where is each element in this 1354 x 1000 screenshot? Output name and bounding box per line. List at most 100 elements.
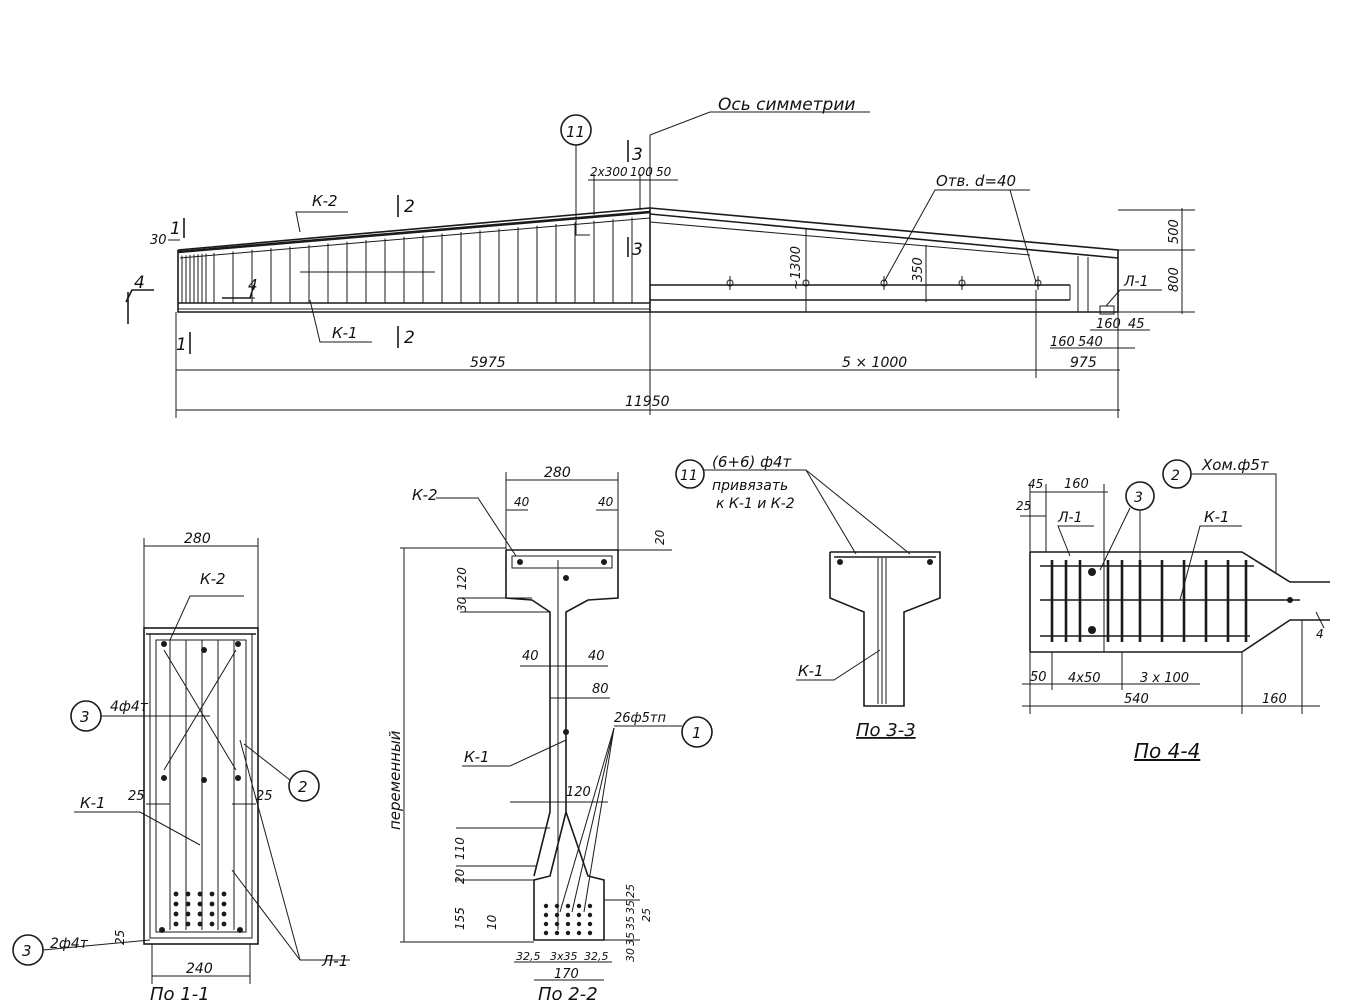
s2-title: По 2-2 (538, 984, 598, 1000)
s2-dim-110: 110 (453, 837, 467, 860)
s2-dim-32-5-left: 32,5 (516, 950, 541, 963)
s4-label-l1: Л-1 (1057, 510, 1083, 526)
dim-100: 100 (630, 165, 653, 179)
s2-label-k2: К-2 (412, 486, 438, 504)
s1-dim-25-left: 25 (128, 789, 145, 804)
s2-dim-120b: 120 (566, 785, 591, 800)
marker-11: 11 (566, 123, 585, 141)
s1-label-k2: К-2 (200, 570, 226, 588)
s2-dim-40a: 40 (514, 495, 530, 509)
s2-variable-height: переменный (386, 730, 404, 830)
s1-dim-25-bottom: 25 (113, 930, 127, 945)
s1-width-bottom: 240 (186, 961, 213, 977)
label-k2: К-2 (312, 192, 338, 210)
s2-label-k1: К-1 (464, 748, 490, 766)
dim-1300: ~1300 (789, 246, 804, 290)
s4-dim-160b: 160 (1262, 692, 1287, 707)
dim-160-bottom: 160 (1050, 335, 1075, 350)
s2-dim-40b: 40 (598, 495, 614, 509)
dim-160-top: 160 (1096, 317, 1121, 332)
s4-dim-4: 4 (1316, 627, 1324, 641)
section-mark-4-left: 4 (134, 273, 145, 293)
section-mark-2-bottom: 2 (404, 328, 415, 348)
section-3-3: 11 (6+6) ф4т привязать к К-1 и К-2 К-1 П… (675, 453, 941, 741)
beam-elevation: Ось симметрии 11 3 3 2 2 1 1 4 4 К-2 К-1… (125, 95, 1195, 418)
s4-bars: Хом.ф5т (1201, 456, 1270, 474)
s3-label-k1: К-1 (798, 662, 824, 680)
s1-marker-2: 2 (298, 778, 308, 796)
s2-dim-32-5-right: 32,5 (584, 950, 609, 963)
s1-width-top: 280 (184, 531, 211, 547)
s4-dim-45: 45 (1028, 477, 1043, 491)
label-l1: Л-1 (1123, 274, 1149, 290)
s4-dim-50: 50 (1030, 670, 1047, 685)
s3-note-line1: привязать (712, 478, 788, 494)
label-k1: К-1 (332, 324, 358, 342)
s2-dim-155: 155 (453, 907, 467, 930)
s4-dim-160: 160 (1064, 477, 1089, 492)
s3-bars: (6+6) ф4т (712, 453, 792, 471)
s4-dim-540: 540 (1124, 692, 1149, 707)
s1-label-k1: К-1 (80, 794, 106, 812)
s2-dim-80: 80 (592, 682, 609, 697)
dim-45: 45 (1128, 317, 1145, 332)
dim-5975: 5975 (470, 355, 506, 371)
dim-540: 540 (1078, 335, 1103, 350)
s3-marker-11: 11 (680, 468, 698, 484)
section-mark-1-bottom: 1 (176, 335, 187, 355)
symmetry-axis-label: Ось симметрии (718, 95, 855, 115)
s4-label-k1: К-1 (1204, 508, 1230, 526)
s1-bars-a: 4ф4т (110, 699, 149, 715)
section-mark-3-bottom: 3 (632, 240, 643, 260)
s2-width-top: 280 (544, 465, 571, 481)
s4-marker-3: 3 (1134, 490, 1143, 506)
dim-975: 975 (1070, 355, 1097, 371)
section-1-1: 280 К-2 3 4ф4т К-1 25 25 2 25 3 2ф4т (12, 531, 350, 1000)
s2-dim-35b: 35 (624, 916, 637, 930)
section-4-4: 45 160 25 Л-1 3 2 Хом.ф5т К-1 4 50 4х50 … (1016, 456, 1330, 763)
s3-title: По 3-3 (856, 720, 916, 741)
s2-dim-120: 120 (455, 567, 469, 590)
s2-width-bottom: 170 (554, 967, 579, 982)
dim-5x1000: 5 × 1000 (842, 355, 907, 371)
s2-dim-3x35: 3х35 (550, 950, 578, 963)
s4-dim-25: 25 (1016, 499, 1031, 513)
s3-note-line2: к К-1 и К-2 (716, 496, 795, 512)
s1-marker-3b: 3 (22, 942, 32, 960)
section-2-2: 280 40 40 20 К-2 переменный 120 30 40 40… (386, 465, 713, 1000)
s2-dim-35a: 35 (624, 900, 637, 914)
dim-30: 30 (150, 233, 167, 248)
s4-title: По 4-4 (1134, 739, 1200, 763)
dim-2x300: 2х300 (590, 165, 628, 179)
s1-bars-b: 2ф4т (50, 936, 89, 952)
s1-label-l1: Л-1 (321, 952, 348, 970)
holes-label: Отв. d=40 (936, 172, 1016, 190)
s2-dim-30b: 30 (624, 948, 637, 962)
s2-dim-35c: 35 (624, 932, 637, 946)
section-mark-3-top: 3 (632, 145, 643, 165)
s2-bars: 26ф5тп (614, 711, 667, 726)
s1-dim-25-right: 25 (256, 789, 273, 804)
s1-marker-3a: 3 (80, 708, 90, 726)
s2-dim-25: 25 (624, 884, 637, 898)
s2-dim-20b: 20 (453, 868, 467, 884)
section-mark-4-inner: 4 (248, 276, 258, 294)
s2-dim-40c: 40 (522, 649, 539, 664)
s2-dim-30: 30 (455, 596, 469, 612)
s1-title: По 1-1 (150, 984, 210, 1000)
s4-dim-3x100: 3 х 100 (1140, 671, 1189, 686)
s2-dim-40d: 40 (588, 649, 605, 664)
s4-marker-2: 2 (1171, 468, 1180, 484)
dim-350: 350 (911, 257, 926, 282)
dim-800: 800 (1167, 267, 1182, 292)
s2-dim-20: 20 (653, 529, 667, 545)
dim-500: 500 (1167, 219, 1182, 244)
s2-marker-1: 1 (692, 724, 702, 742)
section-mark-2-top: 2 (404, 197, 415, 217)
section-mark-1-top: 1 (170, 219, 181, 239)
dim-50: 50 (656, 165, 672, 179)
s2-dim-10: 10 (485, 914, 499, 930)
s2-dim-25b: 25 (640, 908, 653, 922)
s4-dim-4x50: 4х50 (1068, 671, 1101, 686)
